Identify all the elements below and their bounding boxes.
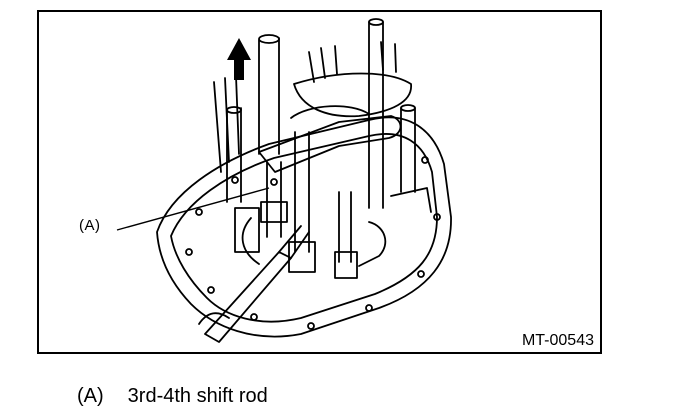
transmission-illustration (116, 18, 452, 343)
legend-text: 3rd-4th shift rod (127, 385, 268, 407)
figure-code: MT-00543 (521, 332, 594, 349)
legend: (A) 3rd-4th shift rod (77, 385, 268, 408)
figure-frame: (A) MT-00543 (37, 10, 602, 354)
callout-a-label: (A) (79, 217, 101, 234)
legend-key: (A) (77, 385, 104, 407)
